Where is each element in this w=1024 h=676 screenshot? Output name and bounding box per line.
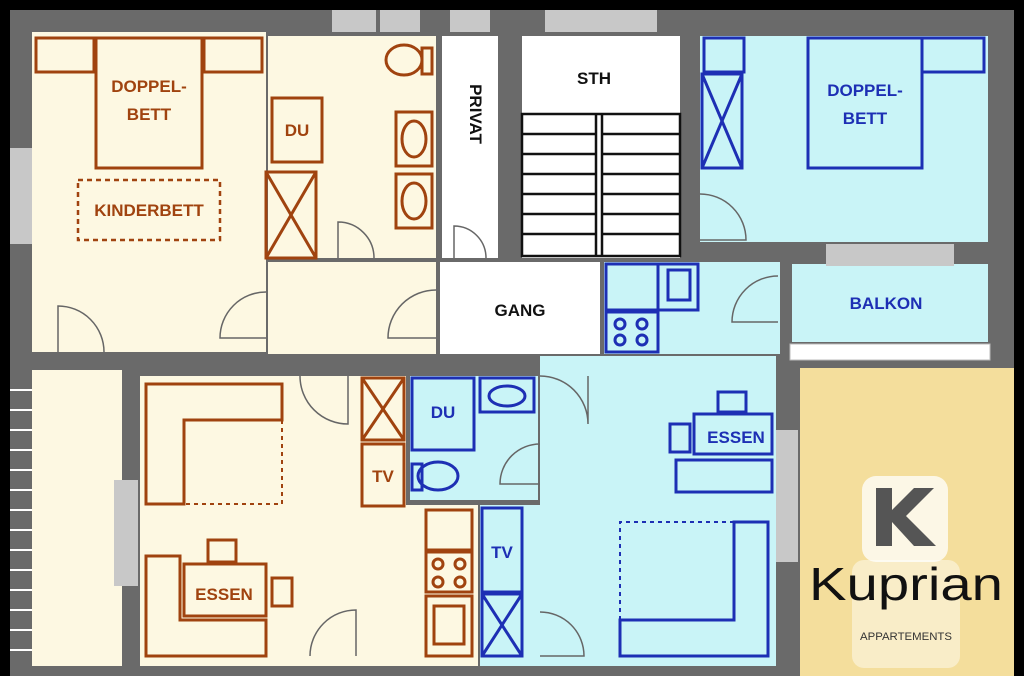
kuprian-logo: K Kuprian APPARTEMENTS — [809, 476, 1003, 668]
burner — [431, 575, 445, 589]
doppelbett-left-headboard-2 — [202, 36, 264, 74]
toilet-mid-tank — [410, 462, 424, 492]
burner — [613, 333, 627, 347]
doppelbett-right-headboard-1 — [702, 36, 746, 74]
room-tv-strip — [480, 505, 540, 666]
burner — [453, 575, 467, 589]
room-living-right — [540, 356, 776, 666]
kitchenette-left-counter — [424, 508, 474, 552]
doppelbett-left-label-2: BETT — [127, 105, 172, 124]
sink-basin — [666, 268, 692, 302]
sink-basin — [400, 181, 428, 221]
window — [332, 10, 376, 32]
doppelbett-left-label-1: DOPPEL- — [111, 77, 187, 96]
sink-top-2-icon — [394, 172, 434, 230]
bench-essen-right — [674, 458, 774, 494]
room-privat — [442, 36, 498, 258]
staircase — [520, 112, 682, 258]
chair-left-right — [270, 576, 294, 608]
doppelbett-left — [94, 36, 204, 170]
logo-name: Kuprian — [809, 558, 1003, 610]
wardrobe-mid-left — [360, 376, 406, 442]
doppelbett-right — [806, 36, 924, 170]
toilet-mid-icon — [416, 460, 460, 492]
wardrobe-cross — [360, 377, 406, 441]
table-essen-right — [692, 412, 774, 456]
balcony-stripes-left — [10, 389, 32, 651]
balkon-railing — [789, 343, 991, 361]
du-mid-label: DU — [431, 403, 456, 422]
kinderbett-label: KINDERBETT — [94, 201, 204, 220]
sofa-right — [618, 520, 770, 658]
sth-label: STH — [577, 69, 611, 88]
tv-left-cabinet — [360, 442, 406, 508]
burner — [613, 317, 627, 331]
tv-mid-label: TV — [491, 543, 513, 562]
burner — [431, 557, 445, 571]
sink-basin — [487, 384, 527, 408]
sink-kitchen-right-icon — [656, 262, 700, 312]
kinderbett — [76, 178, 222, 242]
sink-kitchen-left-icon — [424, 594, 474, 658]
burner — [635, 317, 649, 331]
window — [450, 10, 490, 32]
sink-top-1-icon — [394, 110, 434, 168]
wardrobe-mid-right — [480, 592, 524, 658]
stove-right-icon — [604, 310, 660, 354]
room-living-bottom-left — [300, 505, 410, 666]
burner — [453, 557, 467, 571]
essen-left-label: ESSEN — [195, 585, 253, 604]
gang-label: GANG — [495, 301, 546, 320]
logo-name-tile — [852, 560, 960, 668]
k-icon — [876, 488, 936, 546]
sink-basin — [400, 119, 428, 159]
du-top-label: DU — [285, 121, 310, 140]
sink-basin — [432, 604, 466, 646]
balkon-label: BALKON — [850, 294, 923, 313]
sofa-left — [144, 382, 284, 506]
tv-left-label: TV — [372, 467, 394, 486]
burner — [635, 333, 649, 347]
window — [826, 244, 954, 266]
sofa-left-extension — [184, 420, 283, 505]
wardrobe-cross — [264, 171, 318, 259]
essen-right-label: ESSEN — [707, 428, 765, 447]
tv-mid-cabinet — [480, 506, 524, 594]
sink-mid-icon — [478, 376, 536, 414]
shower-du-top — [270, 96, 324, 164]
room-bedroom-left — [32, 32, 266, 352]
wardrobe-right — [700, 72, 744, 170]
room-balcony-strip — [32, 370, 122, 666]
stove-left-icon — [424, 550, 474, 594]
shower-du-mid — [410, 376, 476, 452]
doors — [57, 193, 779, 657]
privat-label: PRIVAT — [466, 84, 485, 144]
sofa-right-extension — [619, 521, 734, 620]
toilet-top-tank — [420, 46, 434, 76]
wardrobe-cross — [700, 73, 744, 169]
doppelbett-right-label-1: DOPPEL- — [827, 81, 903, 100]
wardrobe-cross — [480, 593, 524, 657]
room-balkon — [792, 264, 988, 342]
doppelbett-right-label-2: BETT — [843, 109, 888, 128]
chair-right-top — [716, 390, 748, 414]
window — [545, 10, 657, 32]
window — [114, 480, 138, 586]
doppelbett-left-headboard-1 — [34, 36, 96, 74]
logo-tagline: APPARTEMENTS — [860, 631, 952, 643]
room-hall-left — [268, 262, 436, 354]
chair-left-top — [206, 538, 238, 564]
bench-essen-left — [144, 554, 268, 658]
room-kitchen-corridor — [604, 262, 780, 354]
window — [776, 430, 798, 562]
window — [380, 10, 420, 32]
room-gang — [440, 262, 600, 354]
table-essen-left — [182, 562, 268, 618]
chair-right-left — [668, 422, 692, 454]
window — [10, 148, 32, 244]
room-kitchenette-left — [410, 505, 478, 666]
room-bedroom-right — [700, 36, 988, 242]
wardrobe-bath-left — [264, 170, 318, 260]
